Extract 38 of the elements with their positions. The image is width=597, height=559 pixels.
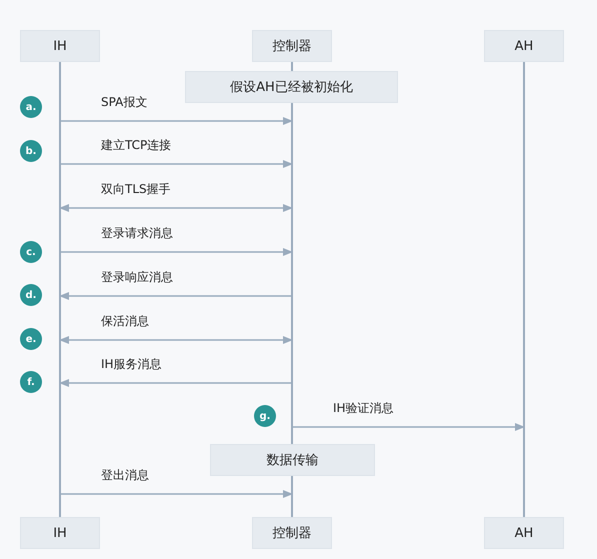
step-badge: a. xyxy=(20,96,42,118)
lifeline xyxy=(523,62,525,517)
edge-label: 登录请求消息 xyxy=(100,225,174,242)
lifeline xyxy=(291,103,293,444)
step-badge: e. xyxy=(20,328,42,350)
lifeline-head-box: AH xyxy=(484,517,564,549)
message-arrow xyxy=(59,204,293,212)
message-arrow xyxy=(292,423,525,431)
step-badge: d. xyxy=(20,284,42,306)
step-badge: c. xyxy=(20,241,42,263)
lifeline-head-box: 控制器 xyxy=(252,30,332,62)
step-badge: b. xyxy=(20,140,42,162)
lifeline xyxy=(291,62,293,71)
message-arrow xyxy=(60,490,293,498)
note-box: 假设AH已经被初始化 xyxy=(185,71,398,103)
lifeline-head-box: AH xyxy=(484,30,564,62)
lifeline-head-box: IH xyxy=(20,517,100,549)
edge-label: IH服务消息 xyxy=(100,356,163,373)
edge-label: 双向TLS握手 xyxy=(100,181,172,198)
edge-label: 登录响应消息 xyxy=(100,269,174,286)
edge-label: 建立TCP连接 xyxy=(100,137,172,154)
note-box: 数据传输 xyxy=(210,444,375,476)
edge-label: 登出消息 xyxy=(100,467,150,484)
message-arrow xyxy=(60,117,293,125)
lifeline xyxy=(59,62,61,517)
step-badge: f. xyxy=(20,371,42,393)
step-badge: g. xyxy=(254,405,276,427)
message-arrow xyxy=(60,248,293,256)
message-arrow xyxy=(59,292,292,300)
edge-label: SPA报文 xyxy=(100,94,148,111)
lifeline-head-box: IH xyxy=(20,30,100,62)
lifeline xyxy=(291,476,293,517)
message-arrow xyxy=(60,160,293,168)
message-arrow xyxy=(59,336,293,344)
edge-label: IH验证消息 xyxy=(332,400,395,417)
lifeline-head-box: 控制器 xyxy=(252,517,332,549)
edge-label: 保活消息 xyxy=(100,313,150,330)
message-arrow xyxy=(59,379,292,387)
